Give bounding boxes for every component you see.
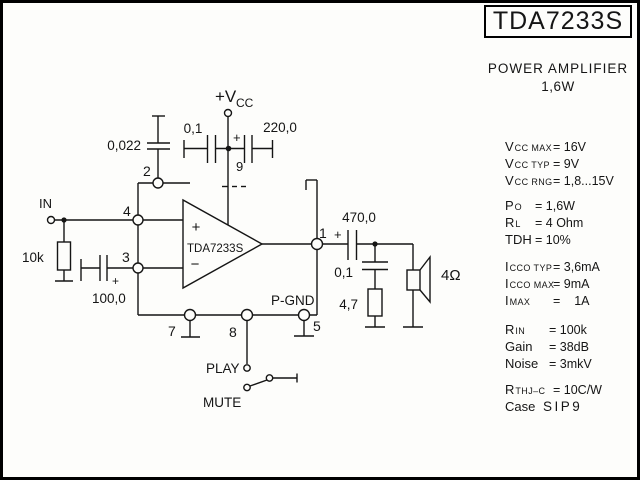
mute-switch	[249, 373, 298, 387]
capacitor-01uF-supply	[206, 135, 217, 163]
opamp-inverting-label: −	[191, 256, 200, 273]
vcc-terminal	[223, 108, 233, 118]
pin-8-terminal	[240, 308, 254, 322]
pin-1-terminal	[310, 237, 324, 251]
capacitor-01uF-zobel	[362, 261, 388, 271]
spec-case: Case SIP9	[505, 399, 583, 414]
pin-1-label: 1	[319, 225, 327, 241]
pin-4-terminal	[132, 214, 144, 226]
junction-dots	[61, 145, 378, 247]
capacitor-0022uF	[147, 142, 170, 150]
chip-title: TDA7233S	[492, 7, 624, 35]
capacitor-220uF	[243, 135, 253, 163]
pin-2-terminal	[152, 177, 164, 189]
cap-220uF-label: 220,0	[263, 120, 297, 135]
switch-pole-contact	[265, 374, 274, 382]
opamp-noninverting-label: +	[192, 219, 201, 236]
mute-label: MUTE	[203, 395, 241, 410]
power-ground-label: P-GND	[271, 293, 315, 308]
play-label: PLAY	[206, 361, 240, 376]
chip-title-box: TDA7233S	[484, 5, 632, 38]
panel-subtitle: POWER AMPLIFIER 1,6W	[480, 61, 636, 94]
resistor-4R7-label: 4,7	[339, 297, 358, 312]
pin-5-terminal	[297, 308, 311, 322]
speaker-icon	[406, 254, 431, 304]
cap-470uF-polarity: +	[334, 227, 342, 242]
pin-7-terminal	[183, 308, 197, 322]
speaker-impedance-label: 4Ω	[441, 267, 461, 284]
wires	[55, 115, 423, 364]
subtitle-power: 1,6W	[541, 79, 575, 94]
pin-3-terminal	[132, 262, 144, 274]
mute-contact	[243, 383, 251, 392]
cap-470uF-label: 470,0	[342, 210, 376, 225]
pin-2-label: 2	[143, 163, 151, 179]
cap-01uF-supply-label: 0,1	[184, 121, 203, 136]
input-terminal	[46, 215, 56, 225]
subtitle-function: POWER AMPLIFIER	[487, 61, 629, 76]
spec-gain: Gain = 38dB	[505, 339, 589, 354]
spec-noise: Noise = 3mkV	[505, 356, 592, 371]
pin-3-label: 3	[122, 249, 130, 265]
cap-220uF-polarity: +	[233, 130, 241, 145]
pin-7-label: 7	[168, 323, 176, 339]
opamp-triangle	[182, 198, 264, 290]
resistor-4R7	[367, 288, 383, 317]
pin-4-label: 4	[123, 203, 131, 219]
capacitor-100uF	[99, 255, 108, 281]
cap-01uF-zobel-label: 0,1	[334, 265, 353, 280]
cap-100uF-label: 100,0	[92, 291, 126, 306]
pin-5-label: 5	[313, 318, 321, 334]
resistor-10k-label: 10k	[22, 250, 44, 265]
cap-0022uF-label: 0,022	[107, 138, 141, 153]
pin-9-label: 9	[236, 159, 243, 174]
resistor-10k	[56, 241, 72, 271]
pin-8-label: 8	[229, 324, 237, 340]
vcc-label: +V	[215, 87, 237, 106]
cap-100uF-polarity: +	[112, 274, 119, 288]
spec-tdh: TDH = 10%	[505, 232, 571, 247]
ic-name-label: TDA7233S	[187, 243, 244, 255]
capacitor-470uF	[347, 230, 358, 260]
input-label: IN	[39, 196, 52, 211]
vcc-label-sub: CC	[236, 96, 254, 110]
play-contact	[243, 364, 251, 372]
